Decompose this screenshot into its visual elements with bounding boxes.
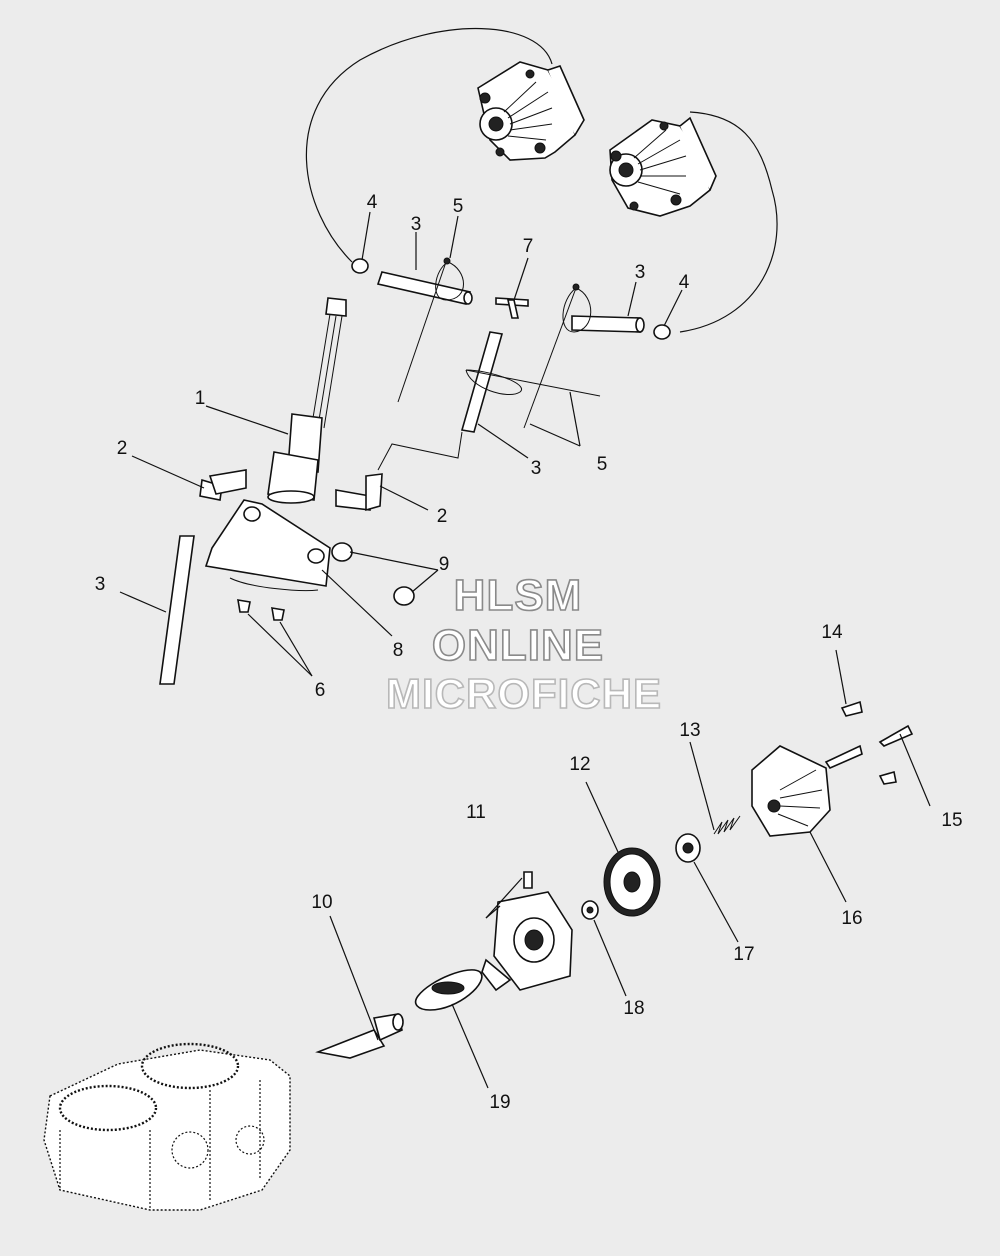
grommet-9b	[393, 586, 415, 606]
callout-5-upper: 5	[453, 196, 464, 217]
check-valve-18	[581, 900, 599, 920]
screws-14-15	[824, 700, 914, 785]
fitting-10	[315, 1013, 404, 1059]
callout-18: 18	[623, 998, 644, 1019]
hose-3d	[159, 535, 195, 685]
tee-7	[495, 297, 529, 319]
fitting-4b	[653, 324, 671, 340]
callout-10: 10	[311, 892, 332, 913]
callout-11: 11	[466, 802, 486, 823]
screws-6	[237, 599, 285, 621]
callout-2-right: 2	[437, 506, 448, 527]
callout-16: 16	[841, 908, 862, 929]
callout-9: 9	[439, 554, 450, 575]
hose-3b	[571, 315, 645, 333]
callout-14: 14	[821, 622, 843, 643]
callout-6: 6	[315, 680, 326, 701]
callout-3-upper-left: 3	[411, 214, 422, 235]
engine-cylinders	[43, 1042, 291, 1211]
callout-5-lower: 5	[597, 454, 608, 475]
callout-2-left: 2	[117, 438, 128, 459]
hose-3c	[460, 331, 504, 433]
valve-body-11	[481, 871, 573, 992]
cover-16	[751, 745, 831, 837]
watermark-line1: HLSM	[454, 571, 583, 620]
bracket-8	[204, 499, 331, 591]
watermark-line3: MICROFICHE	[386, 670, 662, 717]
callout-13: 13	[679, 720, 700, 741]
plate-17	[675, 833, 701, 863]
clamp-5b	[523, 283, 592, 429]
clamp-5c	[465, 369, 601, 397]
callout-7: 7	[523, 236, 534, 257]
spring-13	[713, 815, 741, 835]
watermark-line2: ONLINE	[432, 621, 604, 670]
fitting-4a	[351, 258, 369, 274]
callout-3-upper-right: 3	[635, 262, 646, 283]
fitting-2b	[335, 473, 383, 512]
valve-housing-left	[477, 61, 585, 161]
hose-3a	[376, 271, 473, 305]
callout-3-lower: 3	[95, 574, 106, 595]
callout-8: 8	[393, 640, 404, 661]
solenoid-1	[267, 297, 347, 504]
callout-4-right: 4	[679, 272, 690, 293]
grommet-9a	[331, 542, 353, 562]
callout-15: 15	[941, 810, 962, 831]
callout-3-middle: 3	[531, 458, 542, 479]
gasket-19	[414, 969, 483, 1011]
clamp-5a	[397, 257, 464, 403]
diaphragm-12	[603, 847, 661, 917]
fitting-2a	[199, 469, 247, 501]
valve-housing-right	[609, 116, 717, 217]
callout-1: 1	[195, 388, 206, 409]
callout-19: 19	[489, 1092, 510, 1113]
watermark: HLSM ONLINE MICROFICHE	[385, 570, 662, 718]
callouts: 1 2 2 3 3 3 3 4 4 5 5 6 7 8 9 10 11 12 1…	[95, 192, 963, 1113]
callout-12: 12	[569, 754, 590, 775]
leader-lines	[119, 211, 931, 1089]
callout-17: 17	[733, 944, 754, 965]
callout-4-left: 4	[367, 192, 378, 213]
